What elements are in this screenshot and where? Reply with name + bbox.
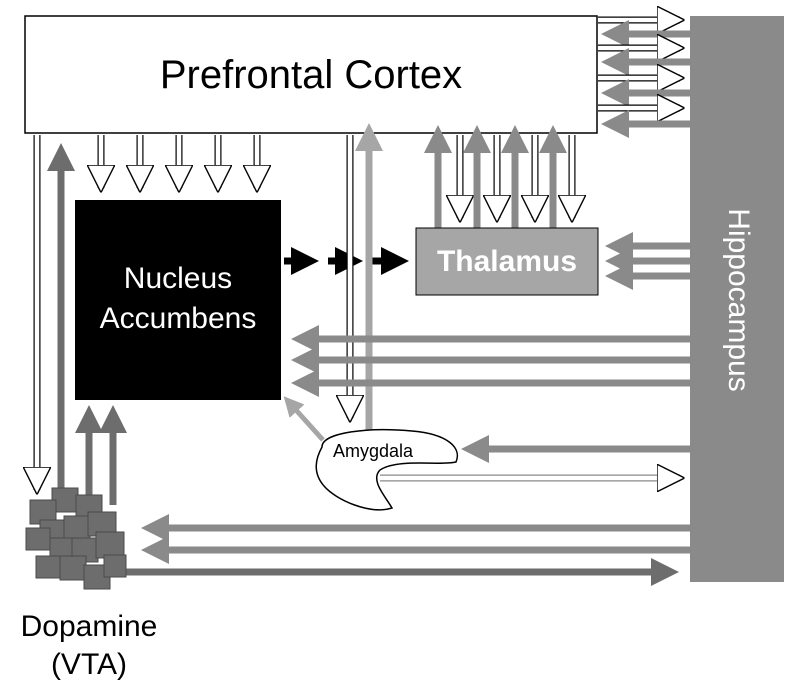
- pfc-box: [24, 15, 598, 134]
- pfc-hippocampus-arrows: [598, 20, 690, 138]
- thalamus-label: Thalamus: [437, 245, 577, 278]
- vta-label-line1: Dopamine: [21, 610, 158, 643]
- vta-cluster: [25, 487, 127, 590]
- pfc-thalamus-arrows: [424, 125, 572, 228]
- hippocampus-box: [690, 16, 784, 582]
- vta-upward-arrows: [47, 143, 127, 505]
- hippocampus-label: Hippocampus: [722, 208, 755, 391]
- amygdala-to-nacc-arrow: [283, 396, 325, 442]
- nucleus-accumbens-box: [75, 200, 281, 400]
- hippocampus-to-vta-arrows: [141, 514, 690, 564]
- pfc-to-nacc-arrows: [101, 135, 257, 188]
- nucleus-accumbens-label-line1: Nucleus: [124, 262, 232, 295]
- hippocampus-to-nacc-arrows: [291, 325, 690, 397]
- thalamus-box: [415, 227, 599, 296]
- pfc-label: Prefrontal Cortex: [160, 53, 462, 97]
- hippocampus-to-thalamus-arrows: [605, 232, 690, 290]
- nucleus-accumbens-label-line2: Accumbens: [100, 302, 257, 335]
- amygdala-shape: [315, 428, 459, 511]
- vta-label-line2: (VTA): [51, 648, 127, 681]
- amygdala-label: Amygdala: [333, 441, 414, 461]
